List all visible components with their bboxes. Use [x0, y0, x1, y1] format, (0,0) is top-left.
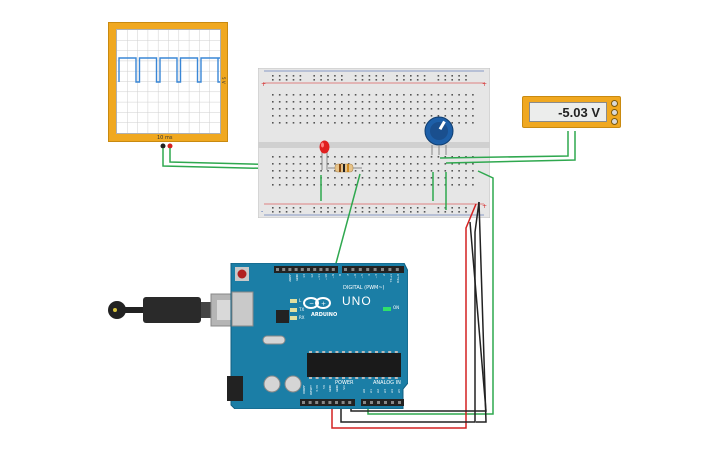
digital-pin-label-10: ~5 [360, 274, 364, 279]
infinity-logo-icon: − + [303, 297, 331, 309]
svg-text:+: + [321, 301, 326, 308]
power-pin-label-0: IOREF [302, 385, 306, 394]
oscilloscope-grid [117, 30, 223, 133]
digital-header-label: DIGITAL (PWM~) [343, 285, 385, 291]
wire-pin-to-bb[interactable] [334, 173, 361, 268]
analog-pin-label-5: A5 [397, 389, 401, 393]
analog-pin-label-4: A4 [390, 389, 394, 393]
digital-pin-label-6: ~9 [331, 274, 336, 279]
digital-pin-label-14: TX→1 [388, 274, 393, 283]
digital-pin-label-5: ~10 [324, 274, 328, 281]
oscilloscope[interactable]: 10 ms 5 V [108, 22, 228, 142]
multimeter-display: -5.03 V [529, 102, 607, 122]
digital-pin-label-12: ~3 [374, 274, 379, 279]
rail-plus-label-bottom: + [482, 203, 487, 210]
power-pin-label-1: RESET [308, 385, 313, 395]
oscilloscope-side-label: 5 V [221, 77, 226, 84]
digital-pin-label-7: 8 [338, 274, 343, 276]
breadboard-holes [272, 75, 474, 213]
rx-led-label: RX [299, 315, 305, 320]
digital-pin-label-4: ~11 [316, 274, 321, 281]
multimeter[interactable]: -5.03 V [522, 96, 621, 128]
digital-pin-label-13: 2 [381, 274, 386, 276]
digital-pin-label-3: 12 [309, 274, 314, 278]
breadboard[interactable]: + + - + [258, 68, 490, 218]
arduino-board-graphic: − + [221, 262, 409, 410]
usb-cable-icon[interactable] [105, 288, 245, 332]
digital-pin-label-2: 13 [302, 274, 307, 278]
power-pin-label-5: GND [335, 385, 339, 392]
multimeter-terminal-v[interactable] [611, 109, 618, 116]
digital-pin-label-15: RX←0 [396, 274, 400, 283]
multimeter-terminal-com[interactable] [611, 118, 618, 125]
analog-header-label: ANALOG IN [373, 380, 401, 386]
power-pin-label-4: GND [328, 385, 333, 392]
tx-led-label: TX [299, 307, 305, 312]
arduino-model-label: UNO [342, 294, 372, 308]
digital-pin-label-8: 7 [345, 274, 350, 276]
oscilloscope-trace [118, 57, 223, 83]
arduino-brand-label: ARDUINO [311, 312, 338, 318]
svg-text:−: − [309, 301, 314, 308]
multimeter-terminal-a[interactable] [611, 100, 618, 107]
l-led-label: L [299, 298, 302, 303]
rail-minus-label: - [261, 208, 263, 215]
digital-pin-label-0: AREF [288, 274, 292, 282]
analog-pin-label-2: A2 [376, 389, 380, 393]
wire-gnd[interactable] [340, 201, 480, 423]
wire-gnd-2[interactable] [476, 201, 487, 423]
oscilloscope-terminal-negative[interactable] [160, 143, 166, 149]
oscilloscope-terminal-positive[interactable] [167, 143, 173, 149]
power-pin-label-2: 3.3V [315, 385, 320, 392]
wire-mm-com[interactable] [439, 131, 569, 159]
resistor-icon[interactable] [328, 163, 362, 173]
digital-pin-label-9: ~6 [352, 274, 357, 279]
analog-pin-label-1: A1 [369, 389, 373, 393]
wire-mm-v[interactable] [445, 131, 576, 164]
rail-plus-label-right: + [482, 81, 487, 88]
power-header-label: POWER [335, 380, 354, 386]
multimeter-reading: -5.03 V [558, 105, 600, 120]
digital-pin-label-11: 4 [367, 274, 372, 276]
digital-pin-label-1: GND [295, 274, 300, 281]
arduino-uno[interactable]: − + UNO ARDUINO DIGITAL (PWM~) POWER ANA… [221, 262, 409, 410]
on-led-label: ON [393, 305, 400, 310]
led-icon[interactable] [319, 140, 330, 171]
wire-5v[interactable] [331, 203, 477, 429]
potentiometer-knob-icon[interactable] [424, 116, 454, 155]
analog-pin-label-3: A3 [383, 389, 387, 393]
rail-plus-label: + [261, 81, 266, 88]
power-pin-label-3: 5V [321, 385, 326, 389]
analog-pin-label-0: A0 [362, 389, 366, 393]
oscilloscope-scale-label: 10 ms [157, 135, 173, 141]
power-pin-label-6: Vin [341, 385, 346, 390]
oscilloscope-screen [116, 29, 223, 134]
